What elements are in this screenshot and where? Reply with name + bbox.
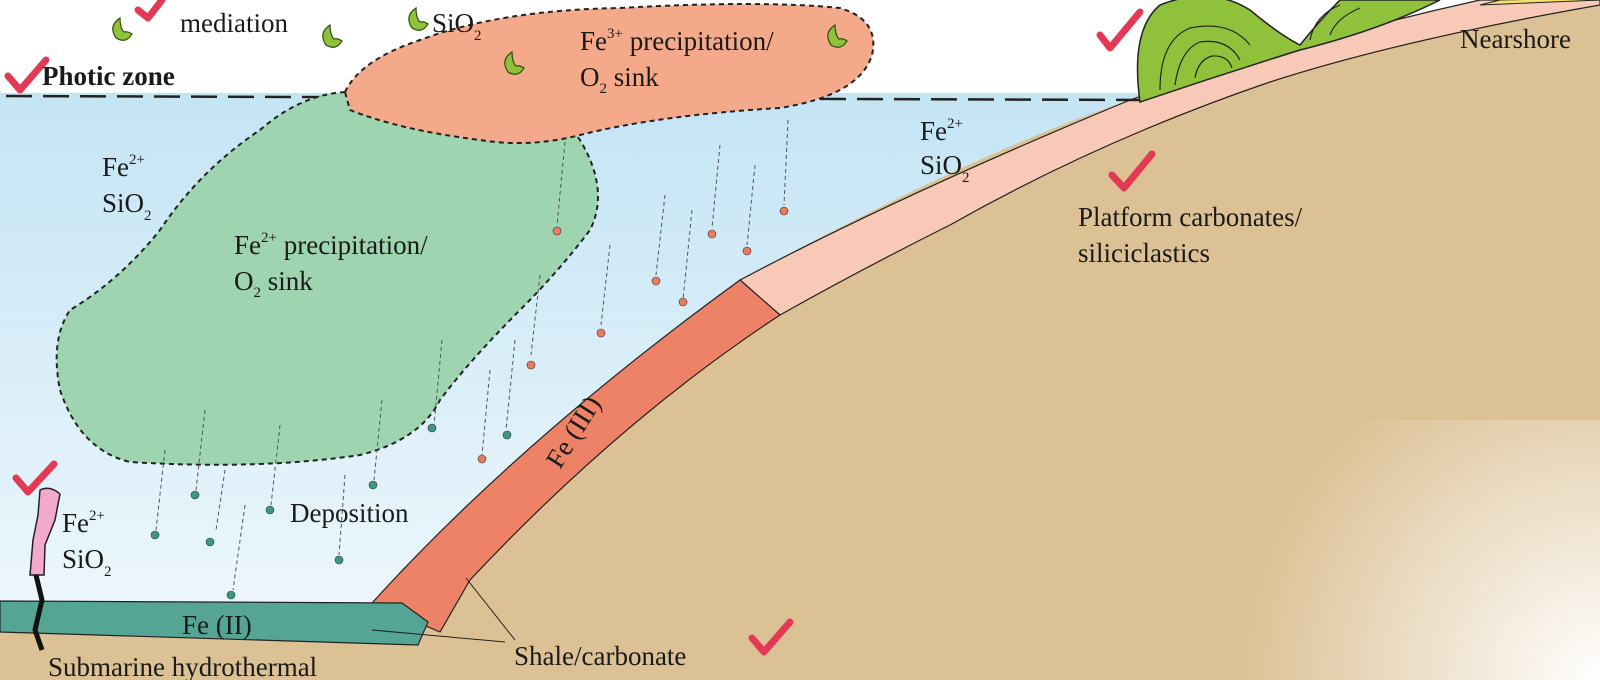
label-sio2-vent: SiO2 xyxy=(62,544,112,580)
label-mediation: mediation xyxy=(180,8,288,38)
fe2-layer xyxy=(0,600,429,646)
fe3-layer xyxy=(370,279,781,633)
fe2-precipitation-cloud xyxy=(55,90,599,466)
label-shale-carbonate: Shale/carbonate xyxy=(514,641,686,671)
fe3-particles xyxy=(481,119,789,456)
label-siliciclastics: siliciclastics xyxy=(1078,238,1210,268)
microbe-icons xyxy=(112,6,848,75)
label-sio2-right: SiO2 xyxy=(920,150,970,186)
label-fe2-o2-sink: O2 sink xyxy=(234,266,313,301)
vent-conduit xyxy=(32,574,45,651)
label-deposition: Deposition xyxy=(290,498,409,528)
platform-layer xyxy=(738,0,1600,316)
checkmark-icons xyxy=(4,0,1156,656)
stromatolite-mounds xyxy=(1136,0,1441,104)
fe3-particle-dots xyxy=(477,206,789,464)
label-sio2-top: SiO2 xyxy=(432,8,482,44)
label-fe2-vent: Fe2+ xyxy=(62,508,105,538)
label-fe2-right: Fe2+ xyxy=(920,116,963,146)
label-sio2-left: SiO2 xyxy=(102,188,152,224)
fe3-precipitation-cloud xyxy=(343,3,875,145)
label-fe3-precipitation: Fe3+ precipitation/ xyxy=(580,26,774,56)
label-submarine-hydrothermal: Submarine hydrothermal xyxy=(48,652,317,680)
leader-lines xyxy=(371,577,516,643)
hydrothermal-vent-chimney xyxy=(29,487,61,576)
label-platform-carbonates: Platform carbonates/ xyxy=(1078,202,1303,232)
beach-sand xyxy=(1479,0,1600,6)
label-fe2-layer: Fe (II) xyxy=(182,610,252,640)
label-nearshore: Nearshore xyxy=(1460,24,1571,54)
fe2-particle-dots xyxy=(150,423,512,600)
fe2-particles xyxy=(155,339,516,591)
label-photic-zone: Photic zone xyxy=(42,61,175,91)
label-fe2-precipitation: Fe2+ precipitation/ xyxy=(234,230,428,260)
label-fe2-left: Fe2+ xyxy=(102,152,145,182)
shelf-fade xyxy=(1240,420,1600,680)
label-fe3-o2-sink: O2 sink xyxy=(580,62,659,97)
